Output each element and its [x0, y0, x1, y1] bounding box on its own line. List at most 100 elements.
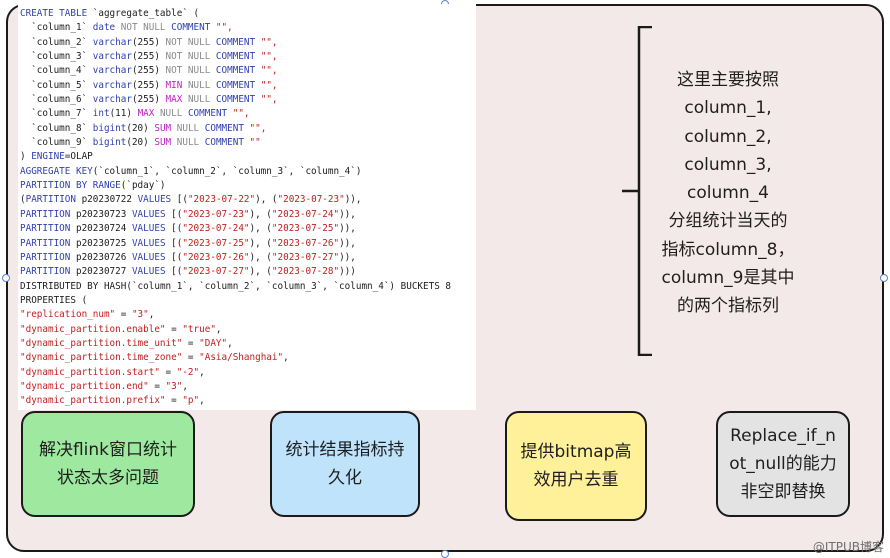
- feature-text: 久化: [328, 468, 362, 488]
- code-token: NULL: [182, 79, 216, 91]
- code-token: p20230724: [70, 223, 132, 235]
- note-line: column_1,: [684, 98, 772, 119]
- code-token: NOT NULL: [165, 51, 216, 63]
- code-token: PARTITION: [20, 251, 71, 263]
- code-line: `column_4` varchar(255) NOT NULL COMMENT…: [20, 64, 476, 78]
- code-token: "dynamic_partition.enable": [20, 323, 166, 335]
- watermark-text: @ITPUB博客: [812, 540, 884, 554]
- code-token: PARTITION: [20, 208, 71, 220]
- code-token: COMMENT: [215, 36, 256, 48]
- code-token: NULL: [171, 122, 205, 134]
- code-token: [(: [165, 223, 183, 235]
- code-token: VALUES: [131, 251, 166, 263]
- resize-handle-right[interactable]: [880, 274, 888, 282]
- code-token: bigint: [92, 122, 127, 134]
- code-token: ,: [148, 309, 155, 321]
- code-line: DISTRIBUTED BY HASH(`column_1`, `column_…: [20, 280, 476, 294]
- code-line: `column_3` varchar(255) NOT NULL COMMENT…: [20, 50, 476, 64]
- code-line: AGGREGATE KEY(`column_1`, `column_2`, `c…: [20, 165, 476, 179]
- code-token: `column_5`: [20, 79, 93, 91]
- code-line: "dynamic_partition.start" = "-2",: [20, 366, 476, 380]
- code-token: (255): [131, 51, 166, 63]
- code-token: "",: [255, 51, 278, 63]
- code-line: `column_6` varchar(255) MAX NULL COMMENT…: [20, 93, 476, 107]
- code-token: PARTITION: [20, 237, 71, 249]
- code-token: (20): [126, 122, 155, 134]
- code-token: p20230723: [70, 208, 132, 220]
- code-token: (`column_1`, `column_2`, `column_3`, `co…: [92, 165, 362, 177]
- code-line: PARTITION BY RANGE(`pday`): [20, 179, 476, 193]
- code-token: "dynamic_partition.time_zone": [20, 352, 183, 364]
- code-token: `column_8`: [20, 122, 93, 134]
- code-token: ), (: [249, 237, 272, 249]
- code-line: PARTITION p20230725 VALUES [("2023-07-25…: [20, 237, 476, 251]
- code-token: `column_6`: [20, 94, 93, 106]
- code-token: `aggregate_table` (: [87, 8, 200, 19]
- watermark: @ITPUB博客: [813, 538, 884, 555]
- code-token: (: [20, 194, 26, 206]
- code-token: ,: [199, 395, 205, 407]
- note-line: 分组统计当天的: [668, 211, 788, 232]
- code-token: p20230726: [70, 251, 132, 263]
- right-bracket: [622, 26, 652, 356]
- code-token: "2023-07-23": [277, 194, 345, 206]
- code-token: `column_4`: [20, 65, 93, 77]
- code-token: =: [182, 352, 200, 364]
- code-token: ,: [215, 323, 222, 335]
- code-token: ), (: [255, 194, 278, 206]
- code-token: "dynamic_partition.prefix": [20, 395, 166, 407]
- resize-handle-bottom[interactable]: [441, 550, 449, 558]
- code-token: varchar: [92, 65, 132, 77]
- code-token: PARTITION: [20, 223, 71, 235]
- code-line: PARTITION p20230724 VALUES [("2023-07-24…: [20, 222, 476, 236]
- feature-text: 效用户去重: [533, 470, 619, 490]
- code-token: COMMENT: [215, 65, 256, 77]
- code-token: PARTITION: [25, 194, 76, 206]
- code-token: COMMENT: [215, 79, 256, 91]
- sql-code-panel: CREATE TABLE `aggregate_table` ( `column…: [18, 4, 476, 410]
- code-token: "2023-07-22": [187, 194, 256, 206]
- code-token: "2023-07-25": [182, 237, 250, 249]
- code-token: ,: [227, 337, 233, 349]
- code-line: "replication_num" = "3",: [20, 308, 476, 322]
- code-token: `column_2`: [20, 36, 93, 48]
- code-line: ) ENGINE=OLAP: [20, 150, 476, 164]
- code-line: "dynamic_partition.prefix" = "p",: [20, 394, 476, 408]
- code-token: )),: [339, 208, 356, 220]
- code-token: COMMENT: [204, 122, 244, 134]
- code-token: "2023-07-25": [271, 223, 340, 235]
- code-token: `column_3`: [20, 51, 93, 63]
- code-token: "true": [182, 323, 216, 335]
- code-token: ), (: [249, 223, 272, 235]
- code-token: "2023-07-27": [182, 266, 250, 278]
- code-token: "2023-07-26": [182, 251, 250, 263]
- code-token: DISTRIBUTED BY HASH: [20, 280, 127, 292]
- feature-box-persistence: 统计结果指标持 久化: [270, 411, 420, 517]
- code-token: MIN: [165, 79, 183, 91]
- code-token: `column_1`: [20, 22, 93, 34]
- code-token: ): [20, 151, 32, 163]
- code-token: COMMENT: [215, 51, 256, 63]
- code-token: "-2": [176, 366, 200, 378]
- code-token: =: [165, 395, 183, 407]
- code-token: SUM: [154, 137, 172, 149]
- resize-handle-left[interactable]: [2, 274, 10, 282]
- code-token: "",: [243, 122, 267, 134]
- code-token: (255): [131, 79, 166, 91]
- code-token: "dynamic_partition.end": [20, 380, 149, 392]
- code-token: "",: [255, 65, 278, 77]
- code-token: MAX: [137, 108, 155, 120]
- note-line: column_9是其中: [661, 268, 795, 289]
- code-token: (255): [131, 94, 166, 106]
- code-token: "Asia/Shanghai": [199, 352, 284, 364]
- code-line: `column_8` bigint(20) SUM NULL COMMENT "…: [20, 122, 476, 136]
- code-token: COMMENT: [171, 22, 211, 34]
- code-token: (255): [131, 65, 166, 77]
- code-token: "2023-07-28": [271, 266, 340, 278]
- code-token: ENGINE: [31, 151, 65, 163]
- code-token: SUM: [154, 122, 172, 134]
- note-line: column_3,: [684, 154, 772, 175]
- note-line: 指标column_8，: [661, 239, 795, 260]
- code-token: p20230727: [70, 266, 132, 278]
- code-token: [(: [165, 237, 183, 249]
